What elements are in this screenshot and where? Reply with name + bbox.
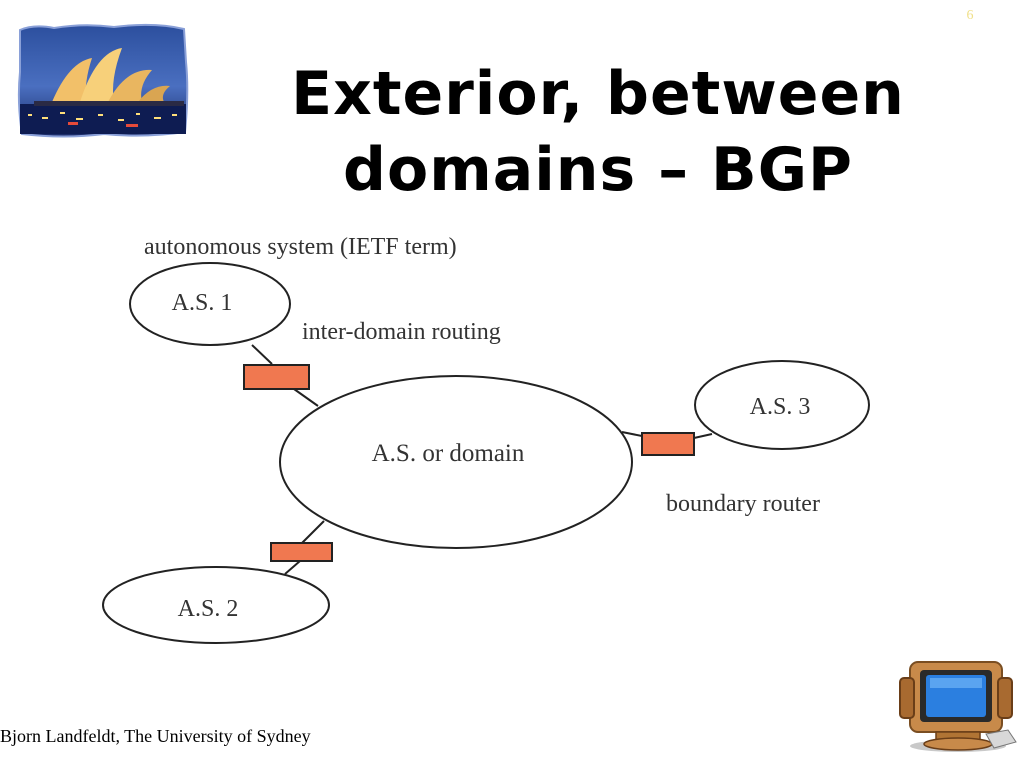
sydney-opera-house-icon xyxy=(17,23,189,138)
boundary-router-2 xyxy=(270,542,333,562)
link-domain-router-3 xyxy=(621,431,643,437)
inter-domain-routing-label: inter-domain routing xyxy=(302,319,501,345)
as3-label: A.S. 3 xyxy=(750,394,811,420)
boundary-router-1 xyxy=(243,364,310,390)
link-router-as3 xyxy=(693,433,713,439)
title-line-2: domains – BGP xyxy=(343,135,853,205)
title-line-1: Exterior, between xyxy=(291,59,905,129)
link-as1-router xyxy=(251,344,273,365)
computer-monitor-icon xyxy=(899,661,1017,752)
as1-label: A.S. 1 xyxy=(172,290,233,316)
link-router-domain-1 xyxy=(293,388,319,407)
as3-node xyxy=(694,360,870,450)
domain-node xyxy=(279,375,633,549)
link-router-as2 xyxy=(284,560,301,575)
as2-node xyxy=(102,566,330,644)
page-title: Exterior, between domains – BGP xyxy=(228,56,968,208)
footer-credit: Bjorn Landfeldt, The University of Sydne… xyxy=(0,726,311,746)
boundary-router-3 xyxy=(641,432,695,456)
slide-number: 6 xyxy=(966,8,974,23)
link-domain-router-2 xyxy=(301,520,325,544)
as1-node xyxy=(129,262,291,346)
domain-label: A.S. or domain xyxy=(372,440,525,467)
boundary-router-label: boundary router xyxy=(666,491,820,517)
as2-label: A.S. 2 xyxy=(178,596,239,622)
autonomous-system-label: autonomous system (IETF term) xyxy=(144,234,457,260)
